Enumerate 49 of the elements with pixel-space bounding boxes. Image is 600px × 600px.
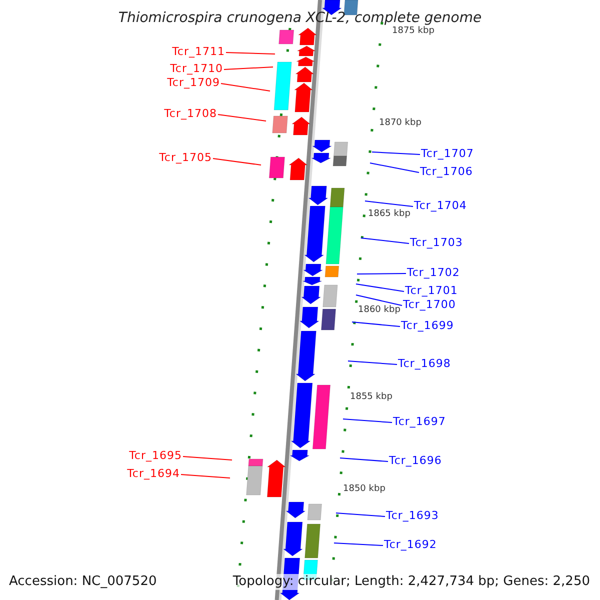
leader-line [180, 474, 230, 478]
gene-label: Tcr_1696 [389, 454, 442, 467]
gene-label: Tcr_1703 [410, 236, 463, 249]
scale-label: 1875 kbp [392, 26, 434, 37]
leader-line [226, 52, 276, 54]
gene-label: Tcr_1708 [164, 107, 217, 120]
leader-line [348, 360, 398, 365]
leader-line [356, 284, 404, 292]
scale-label: 1865 kbp [368, 209, 410, 220]
leader-line [220, 83, 270, 92]
leader-line [356, 294, 402, 306]
leader-line [182, 456, 232, 460]
leader-line [372, 152, 420, 155]
leader-line [360, 238, 410, 244]
gene-label: Tcr_1697 [393, 415, 446, 428]
gene-label: Tcr_1694 [127, 467, 180, 480]
gene-label: Tcr_1707 [421, 147, 474, 160]
gene-label: Tcr_1704 [414, 199, 467, 212]
gene-label: Tcr_1692 [384, 538, 437, 551]
scale-label: 1860 kbp [358, 305, 400, 316]
leader-line [370, 162, 420, 173]
gene-label: Tcr_1699 [401, 319, 454, 332]
leader-line [342, 418, 392, 423]
gene-label: Tcr_1706 [420, 165, 473, 178]
leader-line [336, 512, 386, 517]
scale-label: 1870 kbp [379, 118, 422, 129]
leader-line [212, 158, 262, 166]
gene-label: Tcr_1709 [167, 76, 220, 89]
leader-line [352, 322, 400, 327]
leader-line [224, 66, 274, 70]
genome-summary-text: Topology: circular; Length: 2,427,734 bp; Genes: 2,250 [232, 574, 590, 590]
gene-label: Tcr_1700 [403, 298, 456, 311]
gene-label: Tcr_1702 [407, 266, 460, 279]
gene-label: Tcr_1695 [129, 449, 182, 462]
gene-label: Tcr_1698 [398, 357, 451, 370]
genome-title: Thiomicrospira crunogena XCL-2, complete genome [117, 9, 483, 26]
scale-label: 1850 kbp [343, 484, 386, 495]
leader-line [364, 200, 414, 207]
scale-label: 1855 kbp [350, 392, 392, 403]
leader-line [340, 458, 388, 462]
leader-line [356, 273, 406, 274]
gene-label: Tcr_1693 [386, 509, 439, 522]
gene-label: Tcr_1710 [170, 62, 223, 75]
accession-text: Accession: NC_007520 [9, 574, 157, 590]
gene-label: Tcr_1705 [159, 151, 212, 164]
leader-line [334, 542, 384, 546]
leader-line [218, 114, 266, 122]
gene-label: Tcr_1711 [172, 45, 225, 58]
gene-label: Tcr_1701 [405, 284, 458, 297]
